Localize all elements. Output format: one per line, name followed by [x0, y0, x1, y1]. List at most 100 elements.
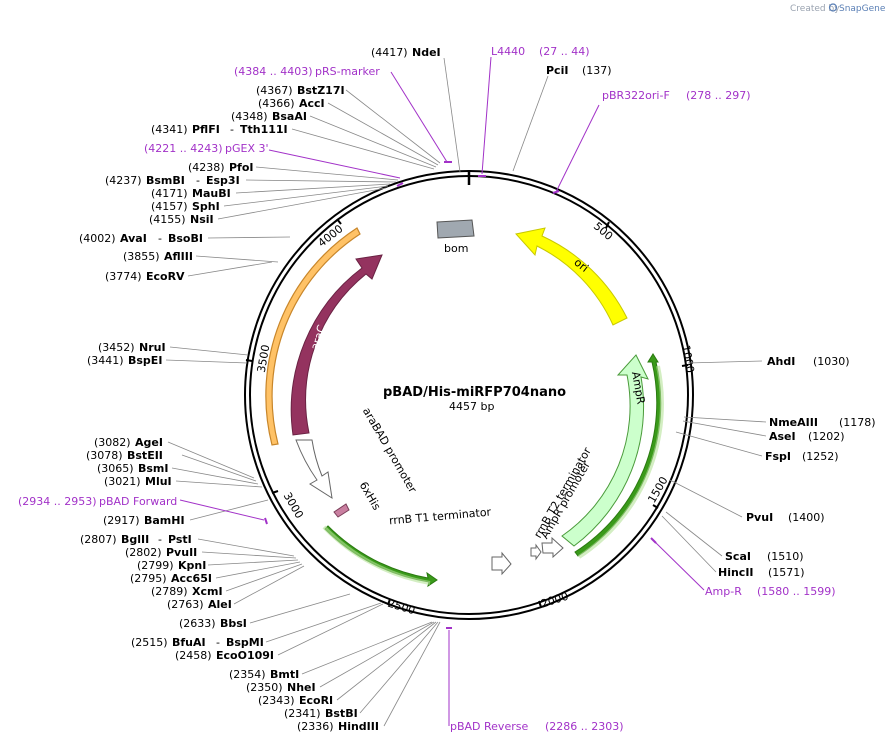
site-ecorv-pos: (3774) [105, 270, 142, 283]
site-nrui-name[interactable]: NruI [139, 341, 166, 354]
site-pflfi-name[interactable]: PflFI [192, 123, 220, 136]
feature-6xhis-arrow[interactable] [333, 503, 350, 518]
site-afliii-name[interactable]: AflIII [164, 250, 193, 263]
site-nsii-name[interactable]: NsiI [190, 213, 214, 226]
site-bsteii-name[interactable]: BstEII [127, 449, 163, 462]
feature-green-arc-lower[interactable] [324, 525, 438, 588]
site-mlui-name[interactable]: MluI [145, 475, 172, 488]
feature-arabad-promoter-arrow[interactable] [295, 439, 333, 500]
primer-amp-r-name[interactable]: Amp-R [705, 585, 742, 598]
site-scai-name[interactable]: ScaI [725, 550, 751, 563]
site-mlui-pos: (3021) [104, 475, 141, 488]
site-bglii-name[interactable]: BglII [121, 533, 149, 546]
site-pfoi-name[interactable]: PfoI [229, 161, 254, 174]
primer-l4440-name[interactable]: L4440 [491, 45, 525, 58]
site-bsobi-name[interactable]: BsoBI [168, 232, 203, 245]
site-asei-name[interactable]: AseI [769, 430, 796, 443]
feature-small-terminator-arrow[interactable] [530, 543, 542, 561]
site-bstz17i-name[interactable]: BstZ17I [297, 84, 345, 97]
site-bspei-pos: (3441) [87, 354, 124, 367]
site-xcmi-pos: (2789) [151, 585, 188, 598]
site-agei-pos: (3082) [94, 436, 131, 449]
site-xcmi-name[interactable]: XcmI [192, 585, 223, 598]
site-acci-name[interactable]: AccI [299, 97, 325, 110]
snapgene-brand-text[interactable]: SnapGene [839, 4, 886, 14]
site-pfoi-pos: (4238) [188, 161, 225, 174]
site-bstbi-name[interactable]: BstBI [325, 707, 358, 720]
site-ecori-name[interactable]: EcoRI [299, 694, 333, 707]
site-ecorv-name[interactable]: EcoRV [146, 270, 185, 283]
site-afliii-pos: (3855) [123, 250, 160, 263]
primer-pbad-forward-name[interactable]: pBAD Forward [99, 495, 177, 508]
site-bamhi-name[interactable]: BamHI [144, 514, 185, 527]
site-avai-name[interactable]: AvaI [120, 232, 147, 245]
site-bfuai-name[interactable]: BfuAI [172, 636, 206, 649]
primer-leader-lines [179, 56, 705, 726]
primer-pgex3-range: (4221 .. 4243) [144, 142, 223, 155]
site-scai-pos: (1510) [767, 550, 804, 563]
site-alei-name[interactable]: AleI [208, 598, 232, 611]
site-sphi-name[interactable]: SphI [192, 200, 220, 213]
site-tth111i-name[interactable]: Tth111I [240, 123, 288, 136]
site-avai-sep: - [158, 232, 162, 245]
site-acc65i-name[interactable]: Acc65I [171, 572, 212, 585]
site-pvui-name[interactable]: PvuI [746, 511, 773, 524]
site-hincii-name[interactable]: HincII [718, 566, 754, 579]
site-esp3i-name[interactable]: Esp3I [206, 174, 240, 187]
site-ecoo109i-name[interactable]: EcoO109I [216, 649, 274, 662]
tick-label-3000: 3000 [281, 490, 306, 521]
feature-rrnb-t1-terminator-arrow[interactable] [491, 551, 512, 576]
site-bsmbi-sep: - [196, 174, 200, 187]
primer-prs-marker-range: (4384 .. 4403) [234, 65, 313, 78]
site-kpni-name[interactable]: KpnI [178, 559, 206, 572]
primer-amp-r-range: (1580 .. 1599) [757, 585, 836, 598]
primer-pbr322ori-f-name[interactable]: pBR322ori-F [602, 89, 670, 102]
site-sphi-pos: (4157) [151, 200, 188, 213]
site-psti-name[interactable]: PstI [168, 533, 192, 546]
feature-ori-arrow[interactable] [515, 227, 628, 326]
site-pvuii-name[interactable]: PvuII [166, 546, 197, 559]
site-maubi-name[interactable]: MauBI [192, 187, 231, 200]
site-ecori-pos: (2343) [258, 694, 295, 707]
site-bbsi-name[interactable]: BbsI [220, 617, 247, 630]
site-bsmi-name[interactable]: BsmI [138, 462, 169, 475]
feature-label-rrnb-t1: rrnB T1 terminator [388, 505, 492, 527]
feature-bom-box[interactable] [436, 219, 475, 239]
site-fspi-name[interactable]: FspI [765, 450, 791, 463]
site-ahdi-name[interactable]: AhdI [767, 355, 795, 368]
primer-pbad-reverse-name[interactable]: pBAD Reverse [450, 720, 528, 733]
primer-pbr322ori-f-range: (278 .. 297) [686, 89, 751, 102]
created-by-text: Created by [790, 4, 840, 14]
site-bspei-name[interactable]: BspEI [128, 354, 162, 367]
feature-orange-arc[interactable] [265, 227, 361, 446]
site-avai-pos: (4002) [79, 232, 116, 245]
site-pvuii-pos: (2802) [125, 546, 162, 559]
site-bstz17i-pos: (4367) [256, 84, 293, 97]
site-nmeaiii-name[interactable]: NmeAIII [769, 416, 818, 429]
site-nsii-pos: (4155) [149, 213, 186, 226]
site-nhei-name[interactable]: NheI [287, 681, 316, 694]
primer-pgex3-name[interactable]: pGEX 3' [225, 142, 269, 155]
site-bspmi-name[interactable]: BspMI [226, 636, 264, 649]
site-pflfi-sep: - [230, 123, 234, 136]
site-bsmbi-name[interactable]: BsmBI [146, 174, 185, 187]
site-pcii-pos: (137) [582, 64, 612, 77]
site-hindiii-name[interactable]: HindIII [338, 720, 379, 733]
feature-ampr-promoter-arrow[interactable] [541, 536, 564, 559]
primer-pbad-forward-range: (2934 .. 2953) [18, 495, 97, 508]
primer-prs-marker-name[interactable]: pRS-marker [315, 65, 380, 78]
site-hincii-pos: (1571) [768, 566, 805, 579]
site-bsaai-name[interactable]: BsaAI [272, 110, 307, 123]
site-bfuai-sep: - [216, 636, 220, 649]
site-agei-name[interactable]: AgeI [135, 436, 163, 449]
site-kpni-pos: (2799) [137, 559, 174, 572]
site-ndei-pos: (4417) [371, 46, 408, 59]
site-pcii-name[interactable]: PciI [546, 64, 568, 77]
feature-ampr-arrow[interactable] [561, 354, 649, 547]
site-bmti-name[interactable]: BmtI [270, 668, 299, 681]
primer-l4440-range: (27 .. 44) [539, 45, 590, 58]
site-maubi-pos: (4171) [151, 187, 188, 200]
site-leader-lines [165, 57, 767, 727]
site-ndei-name[interactable]: NdeI [412, 46, 441, 59]
feature-aracc-arrow[interactable] [290, 254, 383, 436]
